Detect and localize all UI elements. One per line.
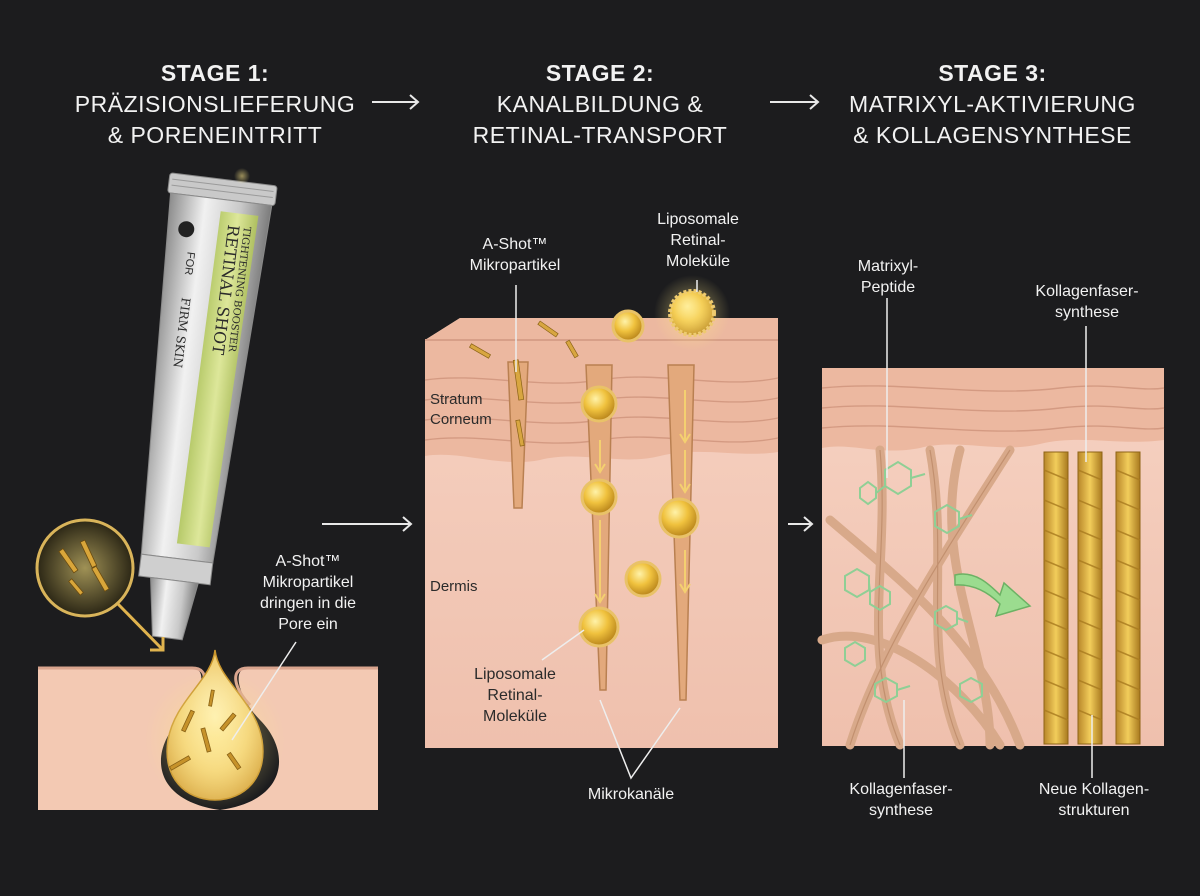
stage1-pore-label-line: A-Shot™	[275, 553, 341, 570]
stage-3-number: STAGE 3:	[938, 60, 1047, 86]
stage-2-title-line-2: RETINAL-TRANSPORT	[472, 122, 728, 148]
stage2-channel-arrows	[594, 390, 691, 604]
stratum-corneum-label-line: Corneum	[430, 411, 492, 428]
stage2-leaders	[515, 280, 698, 780]
heading-arrow-2	[770, 94, 820, 110]
stage3-fiber-top-label: Kollagenfaser- synthese	[1014, 281, 1160, 323]
stage2-liposomes-top-label-line: Retinal-	[670, 232, 726, 249]
stage2-particles-label-line: A-Shot™	[482, 236, 548, 253]
stage1-microparticles	[168, 689, 242, 771]
stage2-liposomes-bottom-label-line: Moleküle	[482, 708, 548, 725]
stage2-particles-label: A-Shot™ Mikropartikel	[450, 234, 580, 276]
stage3-new-structures-label-line: Neue Kollagen-	[1038, 781, 1150, 798]
stage-1-number: STAGE 1:	[160, 60, 270, 86]
stage3-peptides-label-line: Peptide	[860, 279, 916, 296]
stage2-liposomes-top-label-line: Moleküle	[665, 253, 731, 270]
dermis-label-text: Dermis	[430, 578, 478, 595]
dermis-label: Dermis	[430, 577, 478, 597]
magnified-particles	[58, 539, 110, 596]
stage2-particles-label-line: Mikropartikel	[469, 257, 561, 274]
stage-2-heading: STAGE 2: KANALBILDUNG & RETINAL-TRANSPOR…	[430, 58, 770, 151]
stratum-corneum-label-line: Stratum	[430, 391, 483, 408]
stage3-fiber-top-label-line: Kollagenfaser-	[1035, 283, 1139, 300]
stage2-liposomes-bottom-label-line: Liposomale	[474, 666, 556, 683]
stage2-channels-label: Mikrokanäle	[566, 784, 696, 805]
stage2-liposomes-top-label: Liposomale Retinal- Moleküle	[636, 209, 760, 272]
stage3-peptides	[844, 460, 983, 704]
stratum-corneum-label: Stratum Corneum	[430, 390, 492, 430]
stage-arrow-1	[322, 516, 413, 532]
stage3-transformation-arrow	[954, 573, 1032, 618]
stage3-leaders	[886, 298, 1093, 778]
stage3-new-collagen-bundles	[1043, 451, 1141, 745]
stage-3-heading: STAGE 3: MATRIXYL-AKTIVIERUNG & KOLLAGEN…	[800, 58, 1185, 151]
stage3-stratum	[822, 368, 1164, 451]
stage-1-title-line-1: PRÄZISIONSLIEFERUNG	[74, 91, 356, 117]
stage3-fiber-bottom-label-line: Kollagenfaser-	[849, 781, 953, 798]
stage2-liposomes	[578, 275, 730, 648]
stage1-skin	[38, 668, 378, 810]
stage3-fiber-bottom-label: Kollagenfaser- synthese	[826, 779, 976, 821]
stage3-new-structures-label: Neue Kollagen- strukturen	[1014, 779, 1174, 821]
stage1-pore-leader	[231, 641, 297, 741]
stage3-peptides-label-line: Matrixyl-	[857, 258, 919, 275]
stage-1-title-line-2: & PORENEINTRITT	[107, 122, 323, 148]
stage1-pore-label-line: dringen in die	[259, 595, 357, 612]
stage-2-title-line-1: KANALBILDUNG &	[496, 91, 704, 117]
stage3-fiber-top-label-line: synthese	[1054, 304, 1120, 321]
stage1-pore-label-line: Pore ein	[278, 616, 338, 633]
tube-for-text: FOR	[182, 251, 197, 276]
stage-arrow-2	[788, 516, 814, 532]
stage3-peptides-label: Matrixyl- Peptide	[828, 256, 948, 298]
stage-3-title-line-2: & KOLLAGENSYNTHESE	[853, 122, 1132, 148]
stage-2-number: STAGE 2:	[545, 60, 655, 86]
stage1-pore-label-line: Mikropartikel	[262, 574, 354, 591]
stage1-pore-label: A-Shot™ Mikropartikel dringen in die Por…	[236, 551, 380, 635]
stage2-liposomes-top-label-line: Liposomale	[657, 211, 739, 228]
heading-arrow-1	[372, 94, 420, 110]
serum-tube: RETINAL SHOT TIGHTENING BOOSTER FOR FIRM…	[138, 172, 278, 641]
magnifier-arrow	[116, 602, 165, 652]
stage3-new-structures-label-line: strukturen	[1058, 802, 1130, 819]
stage2-liposomes-bottom-label-line: Retinal-	[487, 687, 543, 704]
stage-3-title-line-1: MATRIXYL-AKTIVIERUNG	[849, 91, 1136, 117]
stage-1-heading: STAGE 1: PRÄZISIONSLIEFERUNG & PORENEINT…	[30, 58, 400, 151]
stage3-fiber-bottom-label-line: synthese	[868, 802, 934, 819]
stage2-liposomes-bottom-label: Liposomale Retinal- Moleküle	[455, 664, 575, 727]
stage2-channels-label-text: Mikrokanäle	[587, 786, 675, 803]
